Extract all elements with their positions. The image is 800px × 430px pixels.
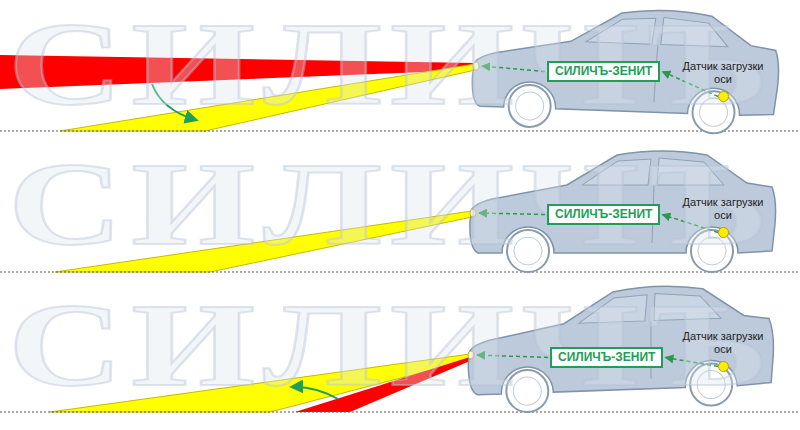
watermark: СИЛИЧЪ	[8, 287, 777, 405]
sensor-label: Датчик загрузки оси	[673, 196, 773, 222]
ground-line	[0, 412, 800, 413]
sensor-dot	[718, 91, 729, 102]
controller-label: СИЛИЧЪ-ЗЕНИТ	[555, 64, 652, 79]
watermark: СИЛИЧЪ	[8, 6, 777, 124]
controller-label: СИЛИЧЪ-ЗЕНИТ	[555, 207, 652, 222]
sensor-label: Датчик загрузки оси	[673, 330, 773, 356]
watermark: СИЛИЧЪ	[8, 146, 777, 264]
sensor-dot	[718, 361, 729, 372]
controller-box: СИЛИЧЪ-ЗЕНИТ	[547, 61, 660, 82]
controller-box: СИЛИЧЪ-ЗЕНИТ	[550, 347, 663, 368]
ground-line	[0, 272, 800, 273]
controller-box: СИЛИЧЪ-ЗЕНИТ	[547, 204, 660, 225]
sensor-dot	[718, 227, 729, 238]
controller-label: СИЛИЧЪ-ЗЕНИТ	[558, 350, 655, 365]
sensor-node: Датчик загрузки оси	[673, 196, 773, 222]
ground-line	[0, 131, 800, 132]
sensor-node: Датчик загрузки оси	[673, 330, 773, 356]
sensor-node: Датчик загрузки оси	[673, 60, 773, 86]
sensor-label: Датчик загрузки оси	[673, 60, 773, 86]
